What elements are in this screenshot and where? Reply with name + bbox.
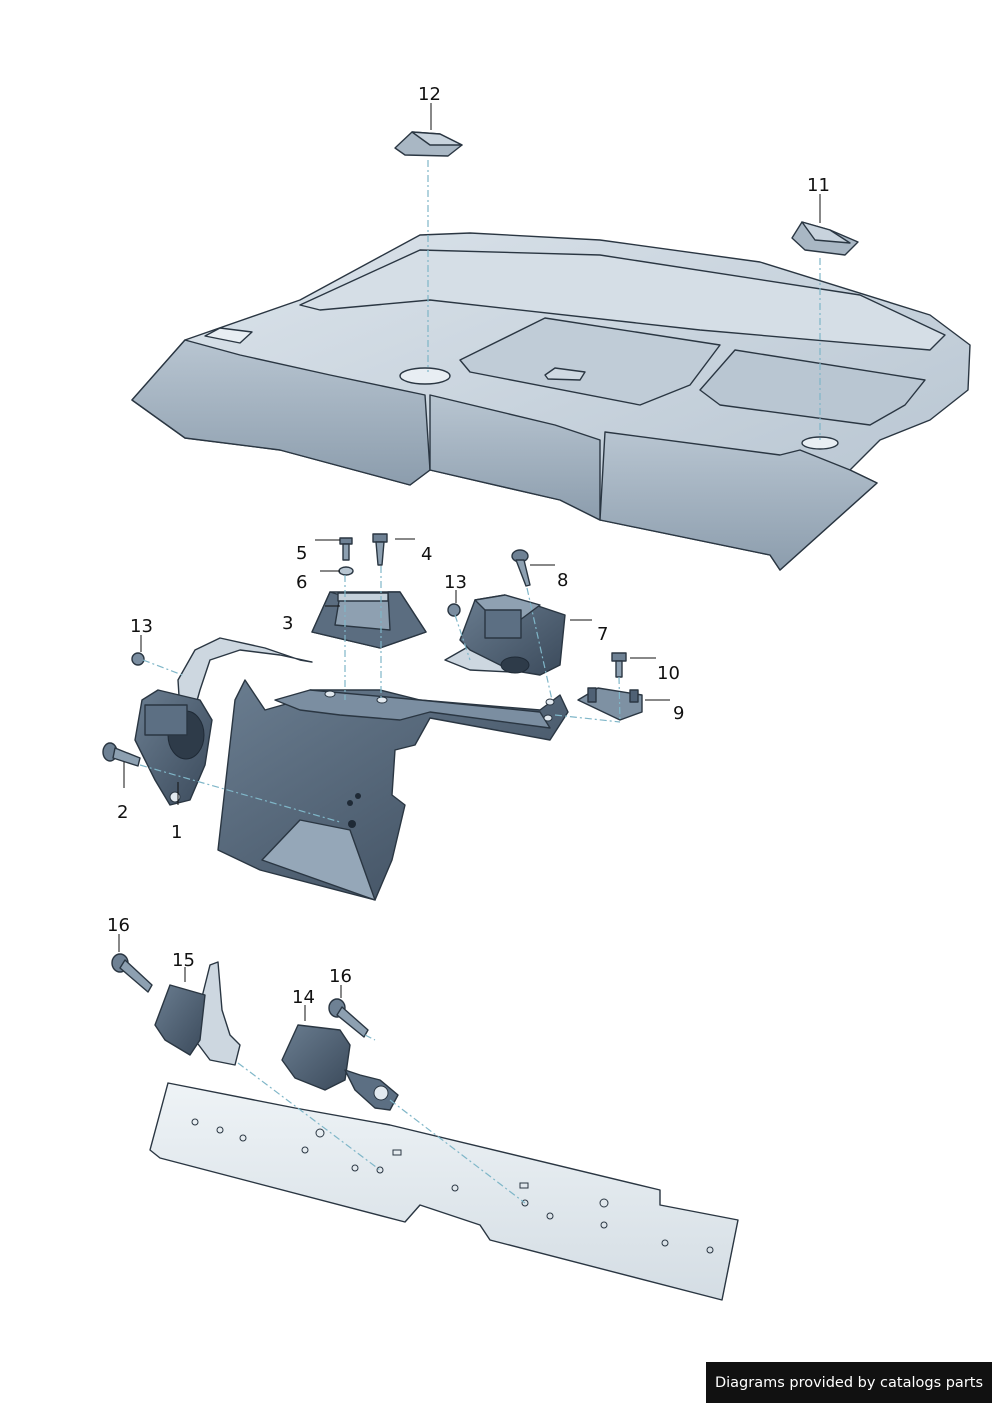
part-4-screw	[372, 533, 388, 566]
part-9-clip	[577, 687, 643, 721]
callout-14: 14	[292, 987, 315, 1008]
callout-4: 4	[421, 544, 432, 565]
part-7-retractor	[444, 594, 566, 676]
callout-10: 10	[657, 663, 680, 684]
callout-6: 6	[296, 572, 307, 593]
callout-15: 15	[172, 950, 195, 971]
part-15-buckle	[154, 961, 241, 1066]
part-8-screw	[511, 549, 531, 587]
part-14-buckle	[281, 1024, 399, 1111]
part-2-bolt	[102, 742, 141, 767]
credit-banner: Diagrams provided by catalogs parts	[706, 1362, 992, 1403]
part-13-cap-left	[131, 652, 145, 666]
callout-12: 12	[418, 84, 441, 105]
callout-7: 7	[597, 624, 608, 645]
part-1-retractor	[134, 637, 313, 806]
part-16-bolt-right	[328, 998, 369, 1038]
part-11-cap	[791, 221, 859, 256]
reinforcement-bracket	[217, 679, 569, 901]
rear-shelf-panel	[131, 232, 971, 571]
callout-5: 5	[296, 543, 307, 564]
leader-lines	[118, 103, 821, 1021]
callout-9: 9	[673, 703, 684, 724]
part-12-cap	[394, 131, 463, 157]
callout-11: 11	[807, 175, 830, 196]
part-16-bolt-left	[111, 953, 153, 993]
callout-3: 3	[282, 613, 293, 634]
callout-1: 1	[171, 822, 182, 843]
callout-13-left: 13	[130, 616, 153, 637]
callout-16-left: 16	[107, 915, 130, 936]
part-10-screw	[611, 652, 627, 678]
callout-16-right: 16	[329, 966, 352, 987]
part-13-cap-right	[447, 603, 461, 617]
callout-13-right: 13	[444, 572, 467, 593]
callout-8: 8	[557, 570, 568, 591]
callout-2: 2	[117, 802, 128, 823]
part-5-screw	[339, 537, 353, 561]
part-6-washer	[338, 566, 354, 576]
part-3-bracket	[311, 591, 427, 649]
floor-rail	[149, 1082, 739, 1301]
